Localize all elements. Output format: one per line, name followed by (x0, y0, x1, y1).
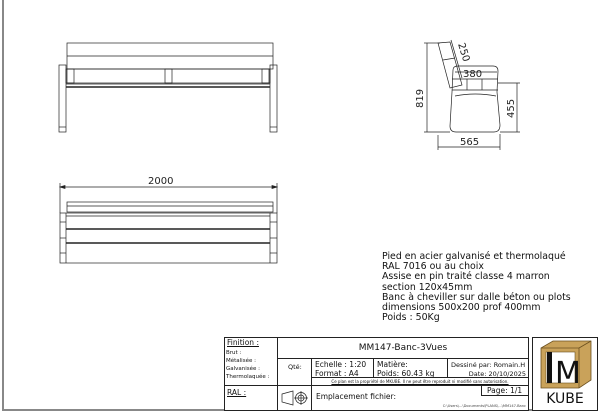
finition-thermolaquee: Thermolaquée : (226, 374, 270, 380)
scale-box: Echelle : 1:20 Format : A4 (311, 358, 374, 378)
projection-box (277, 385, 312, 411)
finition-box: Finition : Brut : Métalisée : Galvanisée… (224, 337, 278, 386)
qte-box: Qté: (277, 358, 312, 386)
finition-metalisee: Métalisée : (226, 358, 256, 364)
page-box: Page: 1/1 (481, 385, 529, 396)
author: Dessiné par: Romain.H (451, 361, 526, 369)
projection-symbol-icon (281, 390, 308, 406)
author-box: Dessiné par: Romain.H Date: 20/10/2025 (447, 358, 529, 378)
material-box: Matière: Poids: 60.43 kg (373, 358, 448, 378)
mkube-logo: M (540, 340, 592, 391)
note: Pied en acier galvanisé et thermolaqué (382, 251, 566, 262)
file-location-label: Emplacement fichier: (316, 392, 396, 401)
drawing-title: MM147-Banc-3Vues (358, 343, 448, 353)
side-frame (449, 65, 501, 133)
dim-seat-depth: 380 (463, 69, 482, 80)
date: Date: 20/10/2025 (468, 370, 526, 378)
dim-height: 819 (415, 89, 426, 108)
dim-length: 2000 (148, 176, 173, 187)
property-notice: Ce plan est la propriété de MKUBE. Il ne… (331, 379, 509, 384)
page-number: Page: 1/1 (487, 386, 523, 395)
finition-label: Finition : (227, 338, 259, 347)
ral-box: RAL : (224, 385, 278, 411)
note: Poids : 50Kg (382, 312, 440, 324)
specification-notes: Pied en acier galvanisé et thermolaqué R… (382, 251, 571, 324)
qte-label: Qté: (288, 363, 302, 371)
side-view (424, 39, 520, 150)
dim-backrest: 250 (455, 42, 471, 63)
note: Banc à cheviller sur dalle béton ou plot… (382, 291, 571, 303)
title-box: MM147-Banc-3Vues (277, 337, 529, 359)
weight: Poids: 60.43 kg (377, 369, 435, 378)
note: dimensions 500x200 prof 400mm (382, 302, 541, 314)
note: RAL 7016 ou au choix (382, 261, 484, 273)
side-backrest (437, 41, 463, 89)
format: Format : A4 (315, 369, 359, 378)
front-view (58, 42, 278, 133)
finition-galvanisee: Galvanisée : (226, 366, 261, 372)
dim-depth: 565 (460, 137, 479, 148)
ral-label: RAL : (227, 388, 247, 397)
file-path: C:\Users\...\Documents\PLANS\...\MM147-B… (442, 404, 526, 408)
logo-text: KUBE (546, 391, 584, 407)
logo-box: M KUBE (532, 337, 598, 411)
scale: Echelle : 1:20 (315, 360, 367, 369)
logo-letter: M (555, 356, 581, 391)
top-view (58, 183, 279, 264)
note: Assise en pin traité classe 4 marron (382, 271, 550, 283)
right-leg (269, 64, 278, 133)
note: section 120x45mm (382, 281, 473, 293)
left-leg (58, 64, 67, 133)
finition-brut: Brut : (226, 350, 242, 356)
seat-band (65, 68, 271, 84)
material: Matière: (377, 360, 408, 369)
dim-seat-height: 455 (506, 99, 517, 118)
